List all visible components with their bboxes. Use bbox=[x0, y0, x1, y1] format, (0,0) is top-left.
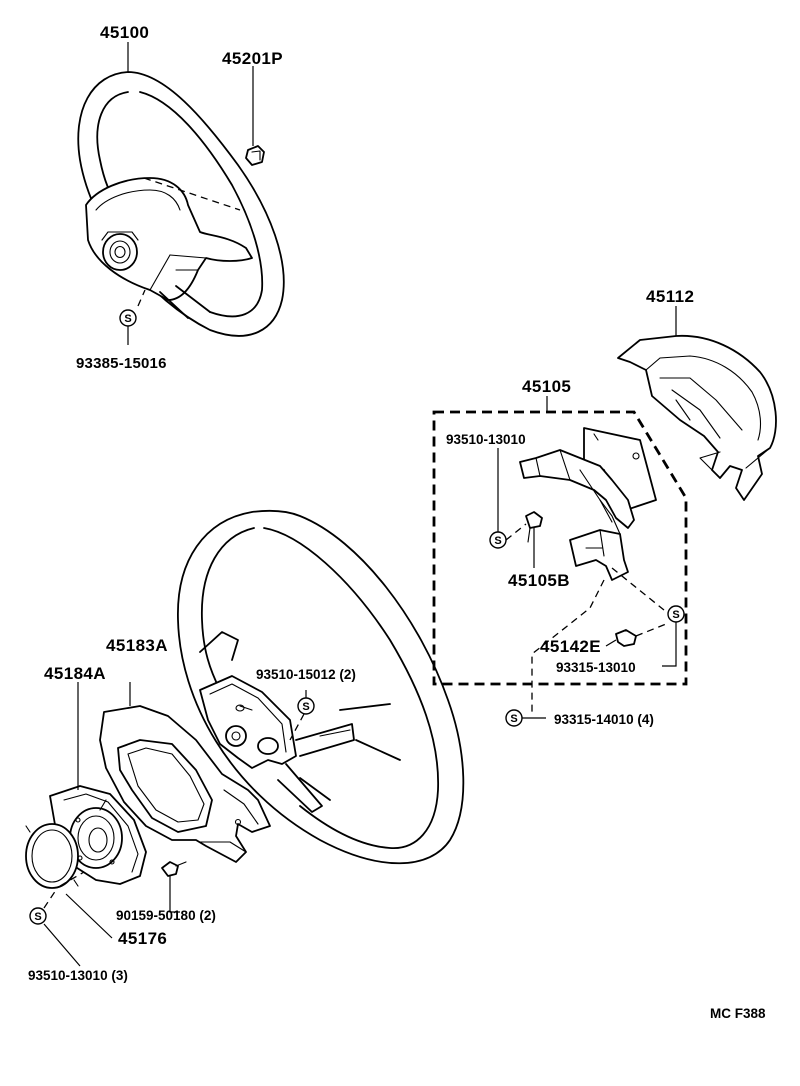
label-45105: 45105 bbox=[522, 377, 571, 396]
label-93385-15016: 93385-15016 bbox=[76, 355, 167, 372]
horn-contact-assembly-45105 bbox=[432, 396, 688, 712]
seal-symbol-93510-13010-top: S bbox=[489, 531, 507, 549]
seal-symbol-93315-13010: S bbox=[667, 605, 685, 623]
label-45142E: 45142E bbox=[540, 637, 601, 656]
label-45100: 45100 bbox=[100, 23, 149, 42]
svg-text:S: S bbox=[124, 313, 131, 325]
label-93510-13010-bottom: 93510-13010 (3) bbox=[28, 968, 128, 983]
horn-pad-45183A bbox=[99, 705, 271, 913]
label-93315-13010: 93315-13010 bbox=[556, 660, 636, 675]
label-93510-15012: 93510-15012 (2) bbox=[256, 667, 356, 682]
label-45105B: 45105B bbox=[508, 571, 570, 590]
seal-symbol-93510-13010-bottom: S bbox=[29, 889, 81, 967]
seal-symbol-93315-14010: S bbox=[505, 709, 546, 727]
svg-text:S: S bbox=[302, 701, 309, 713]
label-45183A: 45183A bbox=[106, 636, 168, 655]
seal-symbol-93510-15012: S bbox=[289, 690, 315, 741]
label-45112: 45112 bbox=[646, 287, 694, 306]
svg-text:S: S bbox=[672, 609, 679, 621]
svg-text:S: S bbox=[494, 535, 501, 547]
label-45176: 45176 bbox=[118, 929, 167, 948]
label-90159-50180: 90159-50180 (2) bbox=[116, 908, 216, 923]
label-45201P: 45201P bbox=[222, 49, 283, 68]
lower-cover-45112 bbox=[617, 335, 777, 501]
label-93315-14010: 93315-14010 (4) bbox=[554, 712, 654, 727]
steering-wheel-lower bbox=[177, 509, 465, 865]
seal-symbol-93385: S bbox=[119, 289, 146, 345]
steering-wheel-upper bbox=[77, 71, 285, 337]
svg-text:S: S bbox=[510, 713, 517, 725]
contact-ring-45176 bbox=[25, 823, 113, 939]
part-labels: 45100 45201P 93385-15016 45112 45105 935… bbox=[28, 23, 766, 1021]
label-45184A: 45184A bbox=[44, 664, 106, 683]
diagram-code: MC F388 bbox=[710, 1006, 766, 1021]
label-93510-13010-top: 93510-13010 bbox=[446, 432, 526, 447]
svg-text:S: S bbox=[34, 911, 41, 923]
